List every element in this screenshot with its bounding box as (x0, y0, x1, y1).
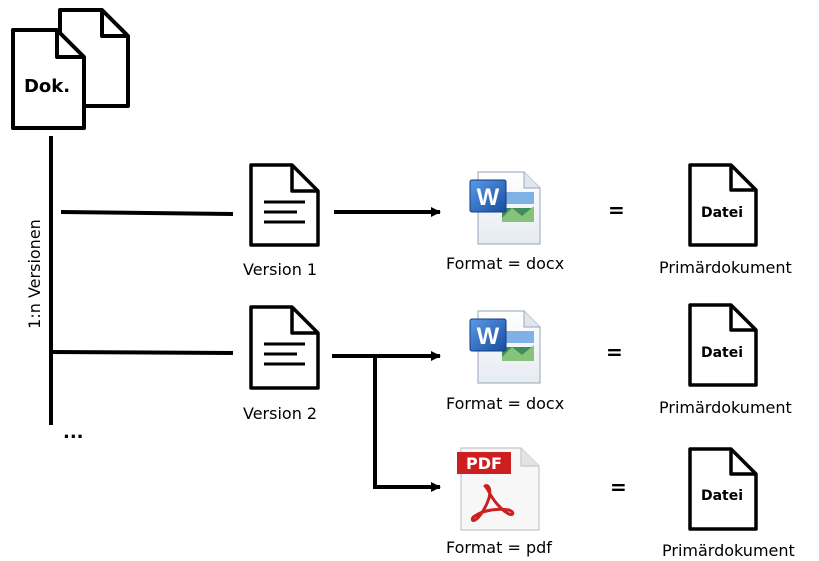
file-icon-label: Datei (701, 205, 743, 221)
version-2-label: Version 2 (243, 404, 318, 423)
word-docx-icon: W (469, 310, 541, 384)
pdf-icon: PDF (457, 447, 540, 531)
version-1-label: Version 1 (243, 260, 318, 279)
format-label-v1-docx: Format = docx (446, 254, 565, 273)
svg-text:W: W (477, 184, 500, 211)
versions-axis-label: 1:n Versionen (25, 219, 44, 329)
branch-line-version-1 (60, 210, 234, 216)
version-document-icon (249, 163, 320, 247)
version-document-icon (249, 305, 320, 390)
file-icon: Datei (688, 303, 758, 387)
primary-document-label: Primärdokument (659, 398, 792, 417)
equals-sign: = (608, 198, 625, 222)
equals-sign: = (610, 475, 627, 499)
stacked-documents-icon: Dok. (11, 8, 130, 130)
format-label-v2-docx: Format = docx (446, 394, 565, 413)
more-versions-ellipsis: ... (63, 422, 84, 443)
file-icon-label: Datei (701, 488, 743, 504)
branch-line-version-2 (50, 350, 234, 355)
file-icon-label: Datei (701, 345, 743, 361)
word-docx-icon: W (469, 171, 541, 245)
format-label-v2-pdf: Format = pdf (446, 538, 552, 557)
file-icon: Datei (688, 447, 758, 531)
file-icon: Datei (688, 163, 758, 247)
arrow-version-2-pdf (373, 356, 441, 492)
primary-document-label: Primärdokument (662, 541, 795, 560)
equals-sign: = (606, 340, 623, 364)
svg-text:W: W (477, 323, 500, 350)
pdf-badge-label: PDF (466, 454, 502, 473)
primary-document-label: Primärdokument (659, 258, 792, 277)
document-icon-label: Dok. (24, 76, 70, 97)
